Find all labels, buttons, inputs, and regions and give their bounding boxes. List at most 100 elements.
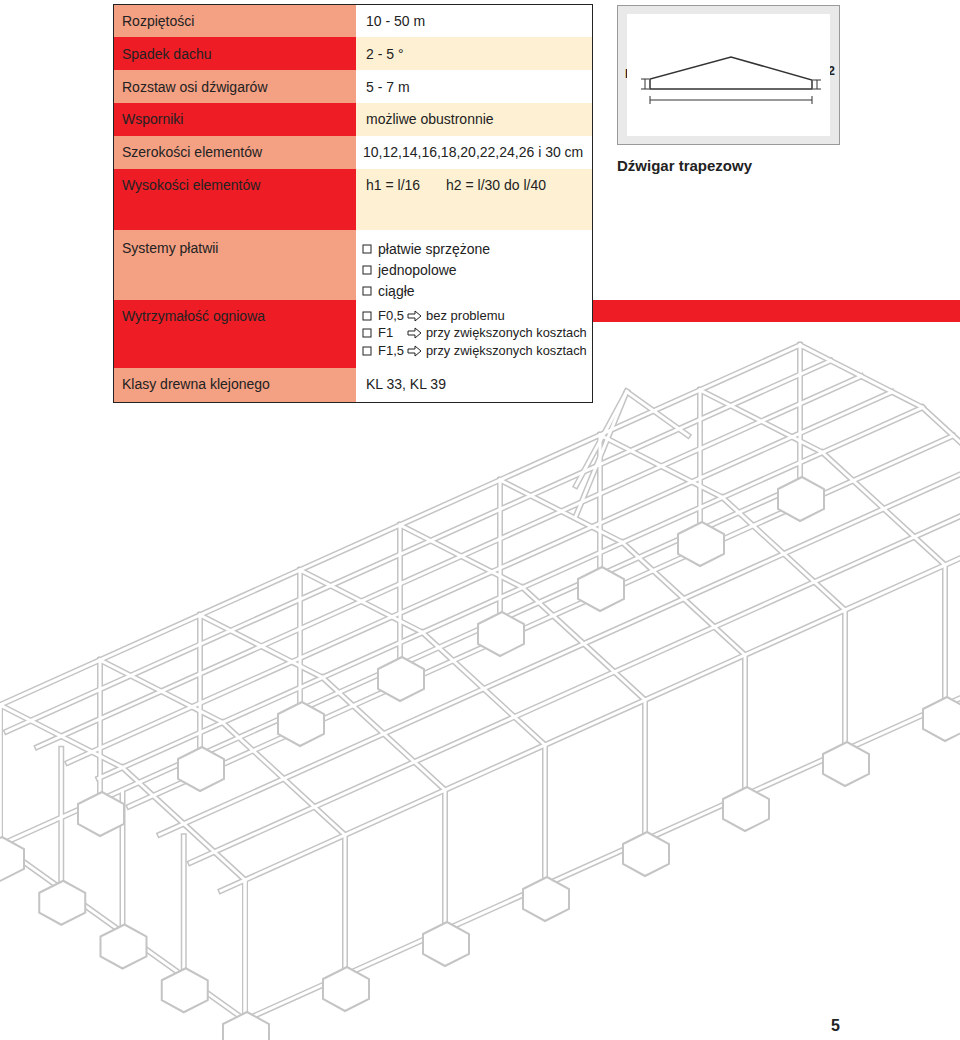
beam-edge xyxy=(423,633,546,746)
beam-edge xyxy=(923,408,960,521)
beam-body xyxy=(423,633,546,746)
row-value: przy zwiększonych kosztach xyxy=(426,343,587,358)
beam-body xyxy=(444,790,447,930)
beam-fills xyxy=(0,345,960,1020)
beam-body xyxy=(800,345,923,408)
beam-body xyxy=(600,435,723,498)
beam-body xyxy=(160,464,960,835)
concrete-footing xyxy=(778,477,824,521)
beam-body xyxy=(0,705,2,845)
beam-edge xyxy=(442,790,448,930)
row-value: możliwe obustronnie xyxy=(366,111,494,128)
row-label: Spadek dachu xyxy=(122,46,212,63)
beam-body xyxy=(0,705,2,845)
concrete-footing xyxy=(578,567,624,611)
beam-edge xyxy=(7,361,831,732)
row-value: jednopolowe xyxy=(378,262,457,279)
row-value: 5 - 7 m xyxy=(366,79,410,96)
beam-edge xyxy=(221,520,960,891)
beam-body xyxy=(823,453,946,566)
beam-edge xyxy=(242,880,248,1020)
beam-body xyxy=(0,345,800,716)
concrete-footing xyxy=(39,881,85,925)
dimension-line xyxy=(650,100,812,101)
beam-edge xyxy=(181,836,187,976)
beam-edge xyxy=(0,485,800,845)
beam-body xyxy=(123,768,246,881)
beam-edge xyxy=(0,345,800,716)
beam-body xyxy=(523,588,646,701)
row-label: Szerokości elementów xyxy=(122,144,262,161)
row-value: przy zwiększonych kosztach xyxy=(426,325,587,340)
beam-body xyxy=(99,408,923,779)
beam-body xyxy=(244,880,247,1020)
beam-edge xyxy=(600,435,723,498)
row-label: Klasy drewna klejonego xyxy=(122,376,270,393)
concrete-footing xyxy=(523,877,569,921)
dimension-tick xyxy=(650,96,651,104)
beam-body xyxy=(723,498,846,611)
row-value: KL 33, KL 39 xyxy=(366,376,446,393)
arrow-symbol xyxy=(408,311,421,321)
dimension-label: h2 xyxy=(821,64,835,78)
beam-edge xyxy=(190,492,960,863)
beam-edge xyxy=(68,392,892,763)
concrete-footing xyxy=(162,968,208,1012)
beam-body xyxy=(245,660,960,1020)
row-label: Rozstaw osi dźwigarów xyxy=(122,79,268,96)
beam-body xyxy=(344,835,347,975)
dimension-tick xyxy=(641,79,649,80)
row-value: płatwie sprzężone xyxy=(378,241,490,258)
beam-edge xyxy=(242,880,248,1020)
row-value: F1 xyxy=(378,325,393,341)
beam-edge xyxy=(700,390,823,453)
sketch-caption: Dźwigar trapezowy xyxy=(617,157,752,175)
beam-body xyxy=(700,390,823,453)
sketch-panel xyxy=(617,5,840,145)
trapezoidal-beam xyxy=(650,57,812,89)
row-label: Systemy płatwii xyxy=(122,240,218,257)
beam-body xyxy=(576,392,627,486)
beam-body xyxy=(544,745,547,885)
beam-body xyxy=(644,700,647,840)
beam-edge xyxy=(642,700,648,840)
row-value: 10 - 50 m xyxy=(366,13,425,30)
beam-body xyxy=(0,705,123,768)
concrete-footing xyxy=(178,747,224,791)
concrete-footing xyxy=(423,922,469,966)
beam-edge xyxy=(0,705,3,845)
beam-edge xyxy=(742,655,748,795)
concrete-footing xyxy=(623,832,669,876)
beam-outlines xyxy=(0,345,960,1020)
row-value: bez problemu xyxy=(426,308,505,324)
page-number: 5 xyxy=(831,1016,840,1035)
concrete-footing xyxy=(278,702,324,746)
beam-edge xyxy=(542,745,548,885)
beam-body xyxy=(68,392,892,763)
beam-body xyxy=(300,570,423,633)
row-value: h2 = l/30 do l/40 xyxy=(446,177,546,194)
concrete-footing xyxy=(678,522,724,566)
dimension-tick xyxy=(813,89,821,90)
concrete-footing xyxy=(323,967,369,1011)
concrete-footing xyxy=(478,612,524,656)
row-value: 2 - 5 ° xyxy=(366,46,404,63)
beam-body xyxy=(0,485,800,845)
beam-edge xyxy=(500,480,623,543)
beam-body xyxy=(37,376,861,747)
row-label: Wysokości elementów xyxy=(122,177,260,194)
concrete-footing xyxy=(723,787,769,831)
checkbox-symbol xyxy=(363,287,371,295)
beam-edge xyxy=(99,408,923,779)
beam-edge xyxy=(160,464,960,835)
beam-body xyxy=(244,880,247,1020)
dimension-line xyxy=(817,80,818,89)
beam-body xyxy=(182,836,185,976)
concrete-footing xyxy=(101,925,147,969)
beam-body xyxy=(323,678,446,791)
beam-edge xyxy=(800,345,923,408)
dimension-tick xyxy=(641,89,649,90)
beam-edge xyxy=(842,610,848,750)
beam-edge xyxy=(37,376,861,747)
beam-body xyxy=(623,543,746,656)
